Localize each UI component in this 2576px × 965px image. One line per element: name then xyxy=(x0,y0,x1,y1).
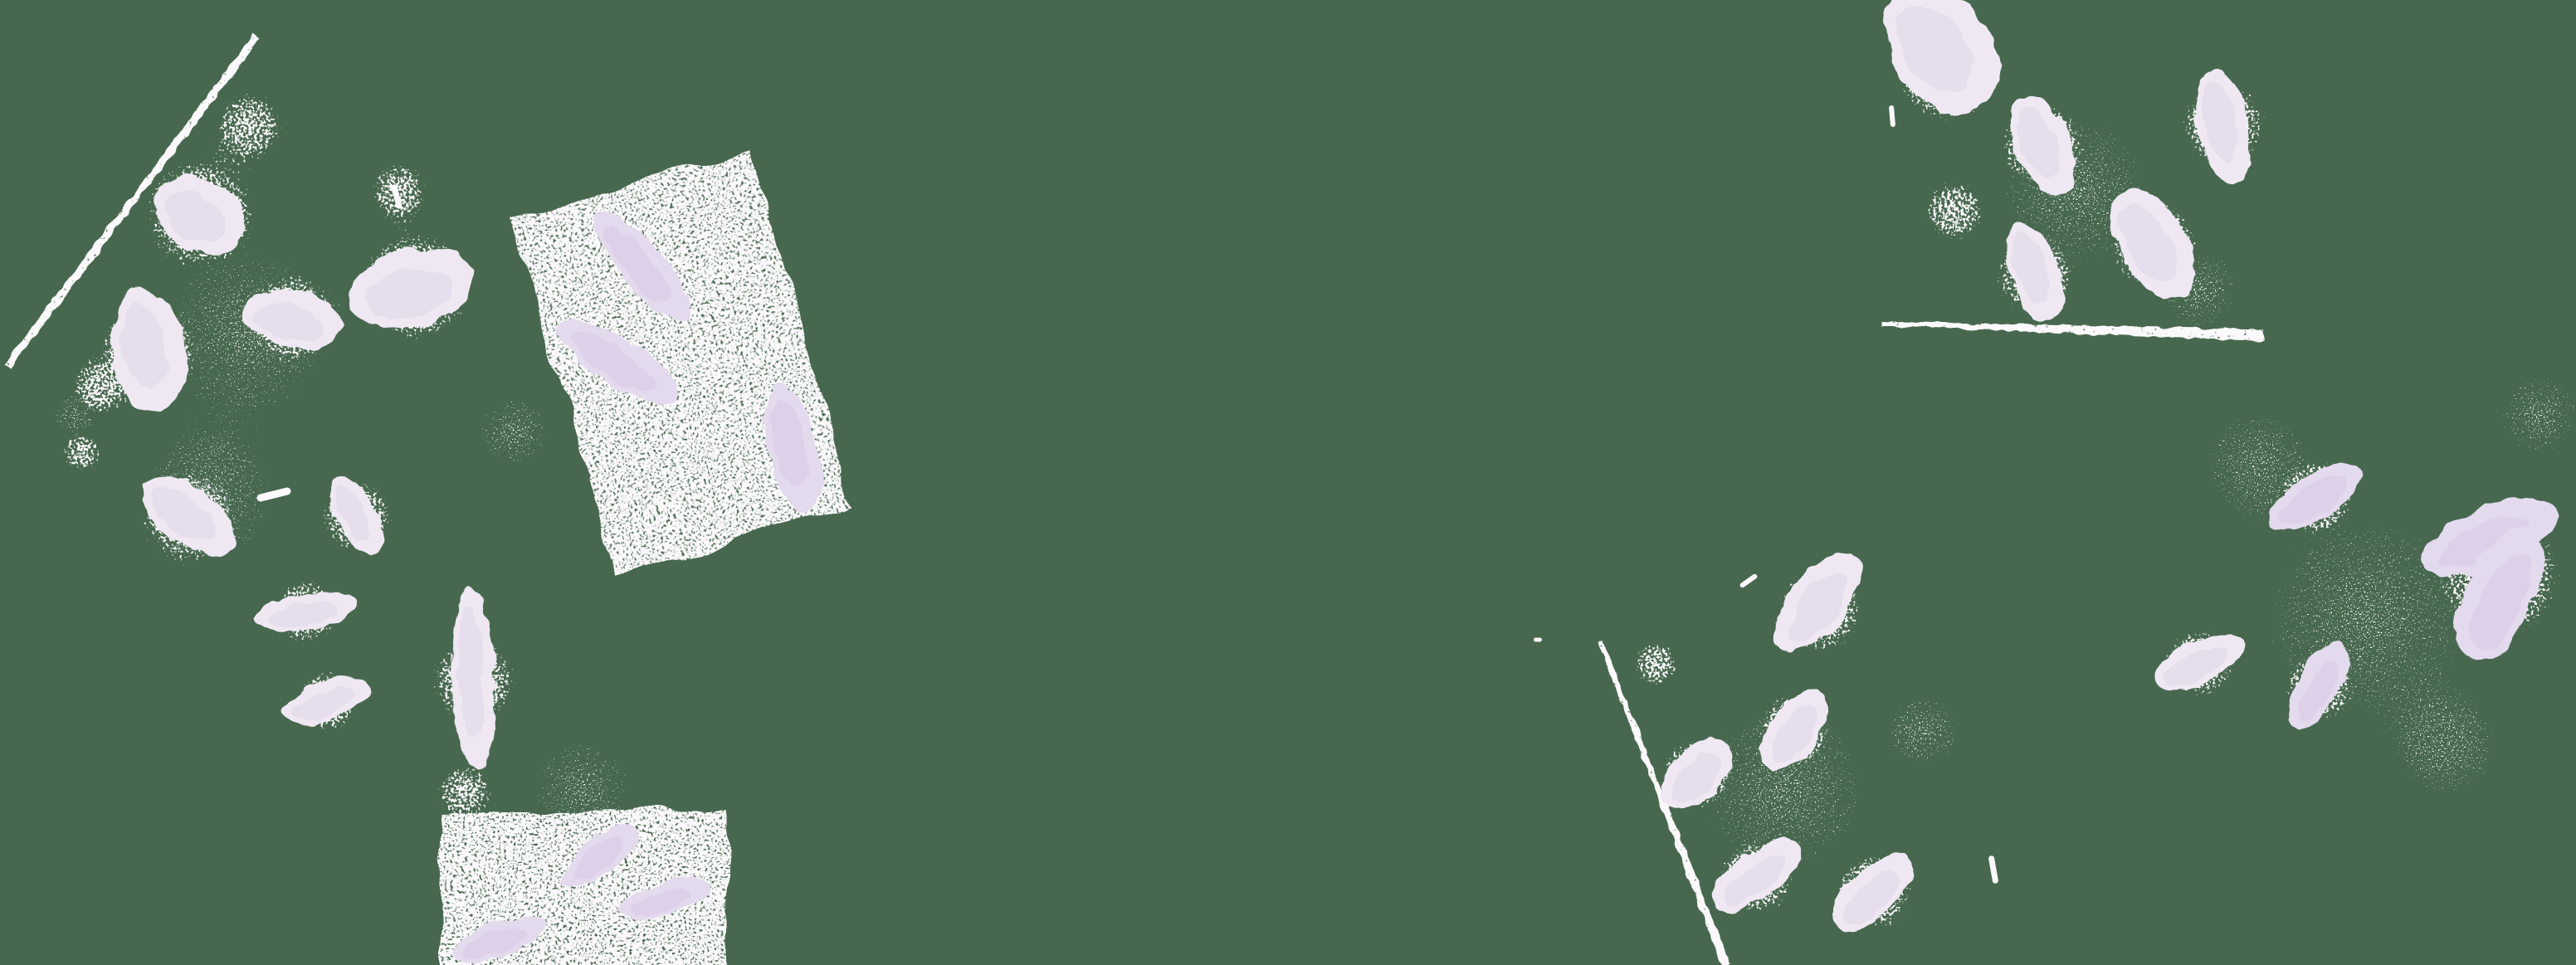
fleck-layer xyxy=(256,105,1998,884)
chalk-dust-blob xyxy=(2465,340,2576,490)
petal-shading xyxy=(457,606,485,737)
petal-shading xyxy=(2298,660,2341,721)
petal-shading xyxy=(629,889,693,916)
petal-shading xyxy=(151,489,216,543)
petal xyxy=(451,586,496,772)
chalk-fleck xyxy=(1534,637,1542,642)
petal-shading xyxy=(1770,707,1817,763)
petal xyxy=(1884,0,2000,115)
bottom-right-diagonal xyxy=(1598,639,1730,965)
petal xyxy=(2110,188,2197,300)
petal-shading xyxy=(2119,202,2176,281)
petal-shading xyxy=(1671,755,1721,802)
petal xyxy=(350,247,475,329)
petal-shading xyxy=(2280,477,2346,524)
petal-shading xyxy=(291,690,355,719)
petal xyxy=(2288,641,2351,729)
petal-shading xyxy=(335,488,371,541)
petal-shading xyxy=(2165,647,2228,685)
chalk-dust-blob xyxy=(1859,664,1992,797)
petal-shading xyxy=(570,839,625,882)
petal-shading xyxy=(606,227,671,303)
petal-shading xyxy=(1846,870,1900,923)
center-tilted-card xyxy=(511,150,853,575)
petal xyxy=(2268,461,2363,531)
chalk-spray-layer xyxy=(50,0,2576,955)
petal xyxy=(451,917,546,962)
petal xyxy=(329,478,384,554)
petal xyxy=(560,825,638,888)
chalk-dust-blob xyxy=(2357,656,2539,838)
petal xyxy=(1835,855,1913,929)
chalk-fleck xyxy=(1739,573,1758,588)
petal xyxy=(281,679,372,724)
petal xyxy=(619,879,709,920)
top-left-diagonal-texture xyxy=(3,34,261,369)
petal xyxy=(597,212,691,322)
petal xyxy=(142,475,237,557)
petal-layer xyxy=(110,0,2556,962)
petal-shading xyxy=(1895,4,1972,93)
chalk-fleck xyxy=(256,487,291,502)
top-right-underline-texture xyxy=(1880,321,2265,341)
chalk-spray-blob xyxy=(1905,162,2004,261)
petal-shading xyxy=(253,303,323,340)
petal xyxy=(1774,552,1861,653)
petal-shading xyxy=(2013,233,2049,305)
petal xyxy=(765,382,822,513)
chalk-fleck xyxy=(391,184,402,209)
chalk-fleck xyxy=(1889,105,1895,127)
petal-shading xyxy=(463,927,529,958)
petal xyxy=(2455,526,2544,662)
petal xyxy=(556,318,679,406)
petal xyxy=(1759,690,1829,771)
top-right-underline xyxy=(1880,321,2265,341)
petal xyxy=(2196,68,2251,184)
petal-shading xyxy=(2439,516,2532,569)
chalk-fleck xyxy=(1988,855,1998,884)
petal xyxy=(156,175,246,255)
petal-shading xyxy=(568,331,654,391)
top-left-diagonal xyxy=(3,34,261,369)
petal xyxy=(2007,221,2063,324)
petal xyxy=(242,289,342,348)
petal xyxy=(2009,94,2076,197)
bottom-right-diagonal-texture xyxy=(1598,639,1730,965)
petal-shading xyxy=(120,303,168,389)
petal-shading xyxy=(2016,107,2060,178)
petal xyxy=(110,288,187,412)
petal xyxy=(1711,840,1803,911)
petal xyxy=(2423,497,2556,577)
chalk-spray-blob xyxy=(194,71,304,181)
petal xyxy=(2154,635,2244,690)
petal-shading xyxy=(164,189,226,243)
chalk-spray-blob xyxy=(353,145,444,236)
petal xyxy=(256,591,355,632)
petal-shading xyxy=(771,397,807,489)
petal-shading xyxy=(2471,554,2530,648)
chalk-spray-blob xyxy=(50,421,113,484)
petal-shading xyxy=(2202,81,2237,163)
petal xyxy=(1661,739,1734,809)
petal-shading xyxy=(1723,855,1787,904)
chalk-spray-blob xyxy=(1618,626,1693,701)
chalk-dust-blob xyxy=(448,365,581,498)
petal-shading xyxy=(267,602,337,627)
petal-shading xyxy=(364,268,452,319)
chalk-line-layer xyxy=(3,34,2265,965)
chalk-spray-blob xyxy=(419,747,510,838)
center-tilted-card-texture xyxy=(511,150,853,575)
petal-shading xyxy=(1788,573,1847,643)
